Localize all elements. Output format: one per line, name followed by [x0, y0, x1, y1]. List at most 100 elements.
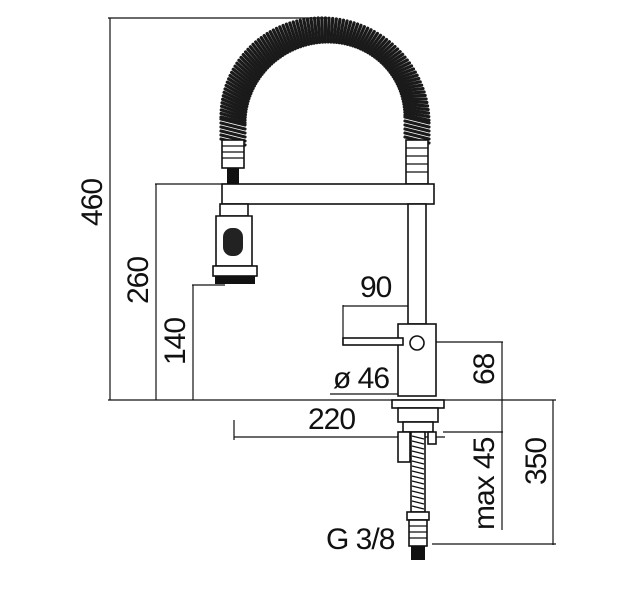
spring-coil-turn	[334, 17, 342, 44]
spring-coil-turn	[220, 97, 248, 112]
hose-braid-line	[411, 470, 425, 475]
spring-coil-turn	[230, 70, 255, 91]
dim-hose-length: 350	[520, 438, 553, 485]
hose-braid-line	[411, 490, 425, 495]
spring-coil-turn	[302, 17, 311, 46]
spring-coil-turn	[381, 50, 402, 66]
spring-coil-turn	[256, 38, 276, 64]
spring-coil-turn	[288, 21, 300, 50]
spring-coil-turn	[377, 44, 397, 63]
spring-coil-turn	[316, 16, 322, 44]
spring-coil-turn	[385, 55, 407, 70]
hose-braid-line	[411, 480, 425, 485]
spring-coil-turn	[394, 73, 419, 83]
spring-coil-turn	[340, 19, 349, 45]
spring-coil-turn	[246, 47, 268, 72]
dim-handle-length: 90	[360, 271, 392, 304]
spring-coil-turn	[248, 45, 270, 70]
spring-coil-turn	[356, 26, 370, 50]
spring-coil-turn	[388, 61, 412, 74]
spring-coil-turn	[366, 33, 383, 55]
spring-coil-turn	[370, 37, 389, 58]
spring-coil-turn	[403, 110, 431, 119]
spring-coil-turn	[403, 127, 431, 137]
spring-coil-turn	[337, 18, 346, 45]
spring-coil-turn	[343, 20, 353, 46]
spring-coil-turn	[402, 102, 430, 108]
mounting	[391, 399, 445, 463]
hose-braid-line	[411, 465, 425, 470]
spring-coil-turn	[368, 35, 386, 56]
hose-braid-line	[411, 445, 425, 450]
spring-coil-turn	[274, 26, 290, 55]
dimension-lines	[108, 17, 556, 545]
spring-coil-turn	[219, 125, 247, 135]
spring-coil-turn	[219, 115, 247, 125]
spring-coil-turn	[259, 35, 278, 62]
supply-hose	[406, 431, 430, 560]
spring-coil-turn	[361, 29, 376, 52]
spring-coil-turn	[391, 67, 416, 79]
spring-coil-turn	[348, 22, 360, 47]
spring-coil-turn	[403, 113, 431, 122]
spring-coil-turn	[397, 83, 424, 91]
spring-coil-turn	[228, 73, 254, 93]
spring-coil-turn	[398, 86, 425, 93]
spring-coil-turn	[291, 20, 303, 49]
hose-braid-line	[411, 450, 425, 455]
hose-braid-line	[411, 485, 425, 490]
spring-coil	[219, 16, 431, 147]
spring-coil-turn	[284, 22, 297, 51]
spring-coil-turn	[309, 16, 316, 45]
spring-coil-turn	[395, 76, 421, 86]
dim-base-diameter: ø 46	[333, 362, 389, 395]
spring-coil-turn	[224, 83, 251, 101]
hose-braid-line	[411, 495, 425, 500]
hose-braid-line	[411, 500, 425, 505]
spring-coil-turn	[278, 25, 292, 53]
spring-coil-turn	[403, 131, 431, 141]
spring-coil-turn	[402, 105, 430, 112]
spring-coil-turn	[219, 111, 247, 122]
spring-coil-turn	[227, 77, 253, 96]
dim-spray-height: 140	[159, 318, 192, 365]
spring-coil-turn	[241, 53, 264, 76]
spring-coil-turn	[383, 52, 405, 68]
spring-coil-turn	[268, 30, 285, 57]
spring-coil-turn	[403, 119, 431, 129]
spring-coil-turn	[329, 16, 335, 44]
dim-spout-height: 260	[122, 257, 155, 304]
spring-coil-turn	[403, 123, 431, 133]
spring-coil-turn	[219, 117, 247, 127]
faucet-column	[407, 203, 427, 325]
spring-coil-turn	[332, 17, 338, 44]
spring-coil-turn	[222, 90, 249, 106]
spring-coil-turn	[271, 28, 287, 56]
spring-coil-turn	[345, 21, 356, 46]
spring-coil-turn	[373, 40, 392, 59]
spring-coil-turn	[358, 28, 373, 51]
spring-coil-turn	[219, 104, 248, 117]
faucet-body	[212, 16, 445, 560]
mixer-body	[342, 323, 437, 397]
dim-connection: G 3/8	[326, 523, 395, 556]
spring-coil-turn	[262, 33, 280, 61]
spring-coil-turn	[219, 129, 247, 139]
spring-coil-turn	[223, 87, 250, 103]
spring-coil-turn	[220, 101, 248, 114]
spring-coil-turn	[239, 55, 262, 79]
hose-braid-line	[411, 440, 425, 445]
hose-braid-line	[411, 460, 425, 465]
spring-coil-turn	[298, 18, 308, 47]
spring-coil-turn	[363, 31, 380, 53]
spring-coil-turn	[379, 47, 400, 64]
spring-coil-turn	[295, 19, 305, 48]
spring-coil-turn	[326, 16, 331, 44]
spring-coil-turn	[254, 40, 274, 66]
spring-coil-turn	[386, 58, 409, 72]
spring-coil-turn	[390, 64, 414, 77]
dim-total-height: 460	[76, 179, 109, 226]
spring-coil-turn	[401, 99, 429, 105]
spring-coil-turn	[233, 64, 258, 86]
